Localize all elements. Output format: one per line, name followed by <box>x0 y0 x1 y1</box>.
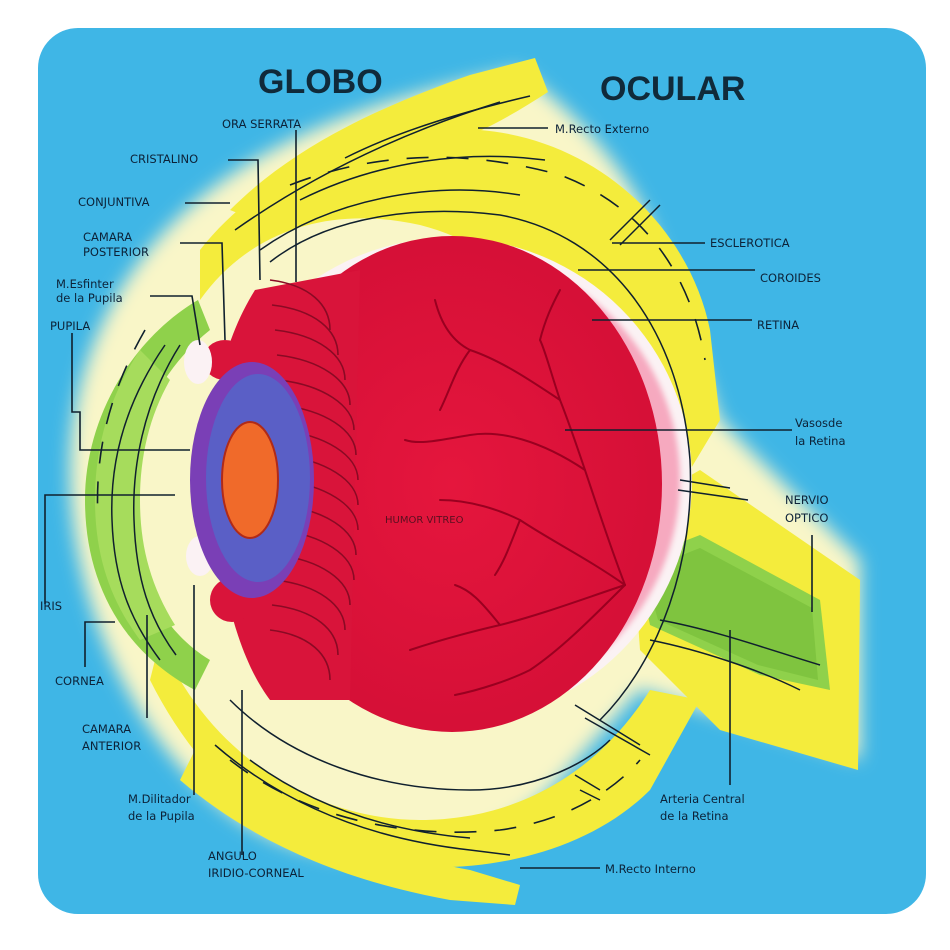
label-vasos-2: la Retina <box>795 434 846 448</box>
label-humor-vitreo: HUMOR VITREO <box>385 515 464 526</box>
label-cristalino: CRISTALINO <box>130 152 198 166</box>
label-camara-posterior-2: POSTERIOR <box>83 245 149 259</box>
label-cornea: CORNEA <box>55 674 104 688</box>
lens <box>190 362 314 598</box>
label-camara-anterior-1: CAMARA <box>82 722 131 736</box>
label-conjuntiva: CONJUNTIVA <box>78 195 150 209</box>
label-pupila: PUPILA <box>50 319 90 333</box>
label-ora-serrata: ORA SERRATA <box>222 117 301 131</box>
label-nervio-2: OPTICO <box>785 511 828 525</box>
optic-nerve <box>636 535 830 690</box>
label-camara-posterior-1: CAMARA <box>83 230 132 244</box>
label-iris: IRIS <box>40 599 62 613</box>
label-recto-externo: M.Recto Externo <box>555 122 649 136</box>
retinal-vessels <box>404 289 626 696</box>
label-esfinter-2: de la Pupila <box>56 291 123 305</box>
label-vasos-1: Vasosde <box>795 416 842 430</box>
leader-lines <box>44 127 813 869</box>
title-right: OCULAR <box>600 70 745 108</box>
label-recto-interno: M.Recto Interno <box>605 862 696 876</box>
label-camara-anterior-2: ANTERIOR <box>82 739 141 753</box>
label-angulo-2: IRIDIO-CORNEAL <box>208 866 304 880</box>
sclera-dashes <box>96 156 706 833</box>
label-coroides: COROIDES <box>760 271 821 285</box>
label-esclerotica: ESCLEROTICA <box>710 236 790 250</box>
label-dilatador-2: de la Pupila <box>128 809 195 823</box>
label-arteria-1: Arteria Central <box>660 792 745 806</box>
label-dilatador-1: M.Dilitador <box>128 792 191 806</box>
label-esfinter-1: M.Esfinter <box>56 277 114 291</box>
labels: ORA SERRATA CRISTALINO CONJUNTIVA CAMARA… <box>40 117 846 880</box>
label-retina: RETINA <box>757 318 799 332</box>
title-left: GLOBO <box>258 63 383 101</box>
layer-outlines <box>111 95 821 856</box>
label-angulo-1: ANGULO <box>208 849 257 863</box>
label-nervio-1: NERVIO <box>785 493 829 507</box>
label-arteria-2: de la Retina <box>660 809 729 823</box>
